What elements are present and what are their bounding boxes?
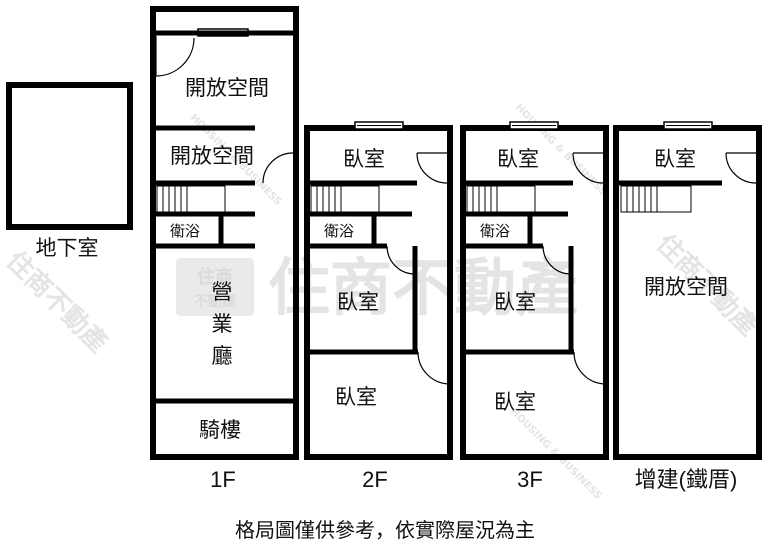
floor-label-1f: 1F [210,467,236,492]
door-swing-icon [573,351,607,385]
watermark-logo-bottom: 不動產 [194,293,236,310]
stairs-icon [310,185,380,213]
watermark-logo: 住商 不動產 [176,258,254,316]
room-label-ext-open: 開放空間 [644,275,728,299]
floor-2-plan [304,121,453,460]
room-label-3f-bath: 衛浴 [480,222,510,240]
window-icon [509,121,559,130]
footer-note: 格局圖僅供參考，依實際屋況為主 [235,518,535,542]
window-icon [354,121,404,130]
door-swing-icon [262,152,294,184]
room-label-hall-1: 營 [212,280,233,304]
room-label-arcade: 騎樓 [199,418,241,442]
basement-label: 地下室 [36,236,99,260]
floor-3-plan [460,121,609,460]
extension-plan [613,121,762,460]
stairs-icon [620,185,692,213]
room-label-3f-bed-top: 臥室 [497,147,539,171]
door-swing-icon [417,351,451,385]
floor-label-2f: 2F [362,467,388,492]
room-label-open-top: 開放空間 [185,76,269,100]
room-label-bath: 衛浴 [170,222,200,240]
room-label-3f-bed-bottom: 臥室 [494,390,536,414]
watermark-diagonal-left: 住商不動產 [0,245,114,359]
floor-1-plan [150,6,299,460]
door-swing-icon [155,36,195,77]
room-label-hall-2: 業 [212,312,233,336]
window-icon [663,121,713,130]
door-swing-icon [725,152,757,184]
room-label-2f-bed-top: 臥室 [343,147,385,171]
room-label-ext-bed-top: 臥室 [654,147,696,171]
floor-label-extension: 增建(鐵厝) [635,467,738,492]
watermark-main: 住商不動產 [268,251,578,324]
room-label-2f-bed-bottom: 臥室 [335,385,377,409]
room-label-3f-bed-mid: 臥室 [494,290,536,314]
stairs-icon [466,185,536,213]
room-label-hall-3: 廳 [212,344,233,368]
basement-plan: 地下室 [6,82,133,260]
floor-label-3f: 3F [517,467,543,492]
room-label-2f-bed-mid: 臥室 [337,290,379,314]
door-swing-icon [416,152,448,184]
door-swing-icon [542,245,572,275]
room-label-2f-bath: 衛浴 [324,222,354,240]
stairs-icon [156,185,226,213]
room-label-open-mid: 開放空間 [170,144,254,168]
door-swing-icon [572,152,604,184]
watermark-logo-top: 住商 [197,266,233,288]
door-swing-icon [386,245,416,275]
